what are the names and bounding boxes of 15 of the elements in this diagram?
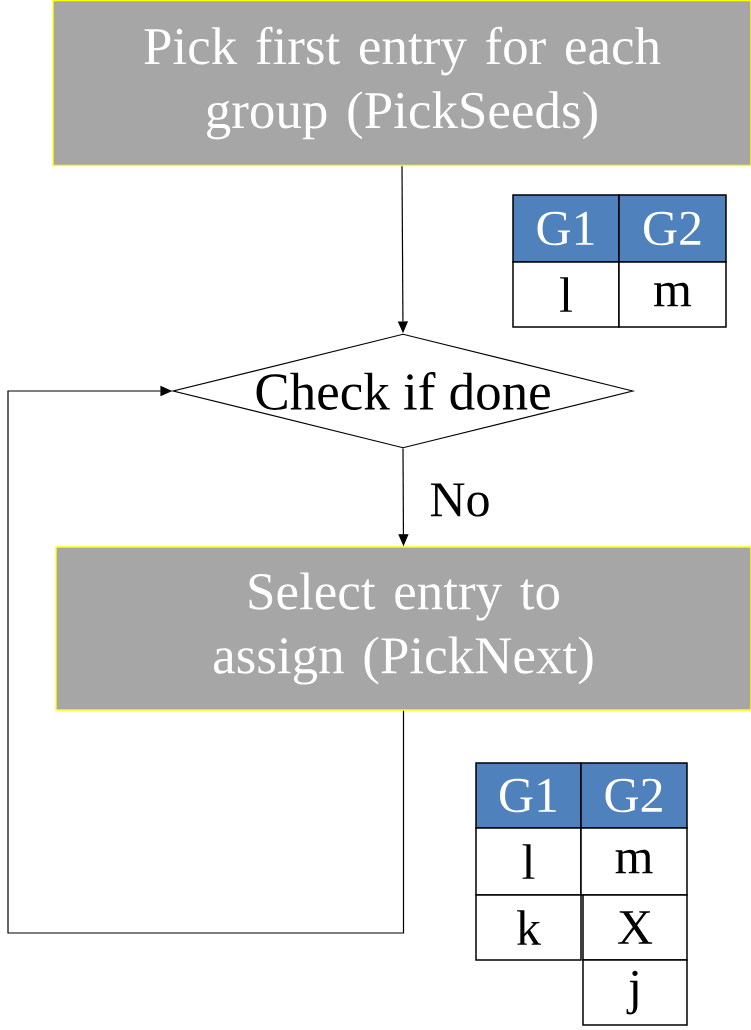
table-cell: X — [582, 894, 688, 961]
table-cell: j — [582, 959, 688, 1026]
table-cell: k — [475, 894, 582, 961]
table-cell: l — [512, 261, 620, 328]
process-box: Select entry to assign (PickNext) — [55, 546, 751, 711]
table-cell: m — [580, 827, 688, 896]
table-header-cell: G1 — [512, 194, 620, 263]
table-header-cell: G2 — [618, 194, 727, 263]
edge-label: No — [428, 482, 492, 518]
table-header-cell: G2 — [580, 762, 688, 829]
table-cell: m — [618, 261, 727, 328]
process-box: Pick first entry for each group (PickSeeds) — [52, 0, 751, 167]
arrow — [7, 385, 405, 934]
table-cell: l — [475, 827, 582, 896]
table-header-cell: G1 — [475, 762, 582, 829]
